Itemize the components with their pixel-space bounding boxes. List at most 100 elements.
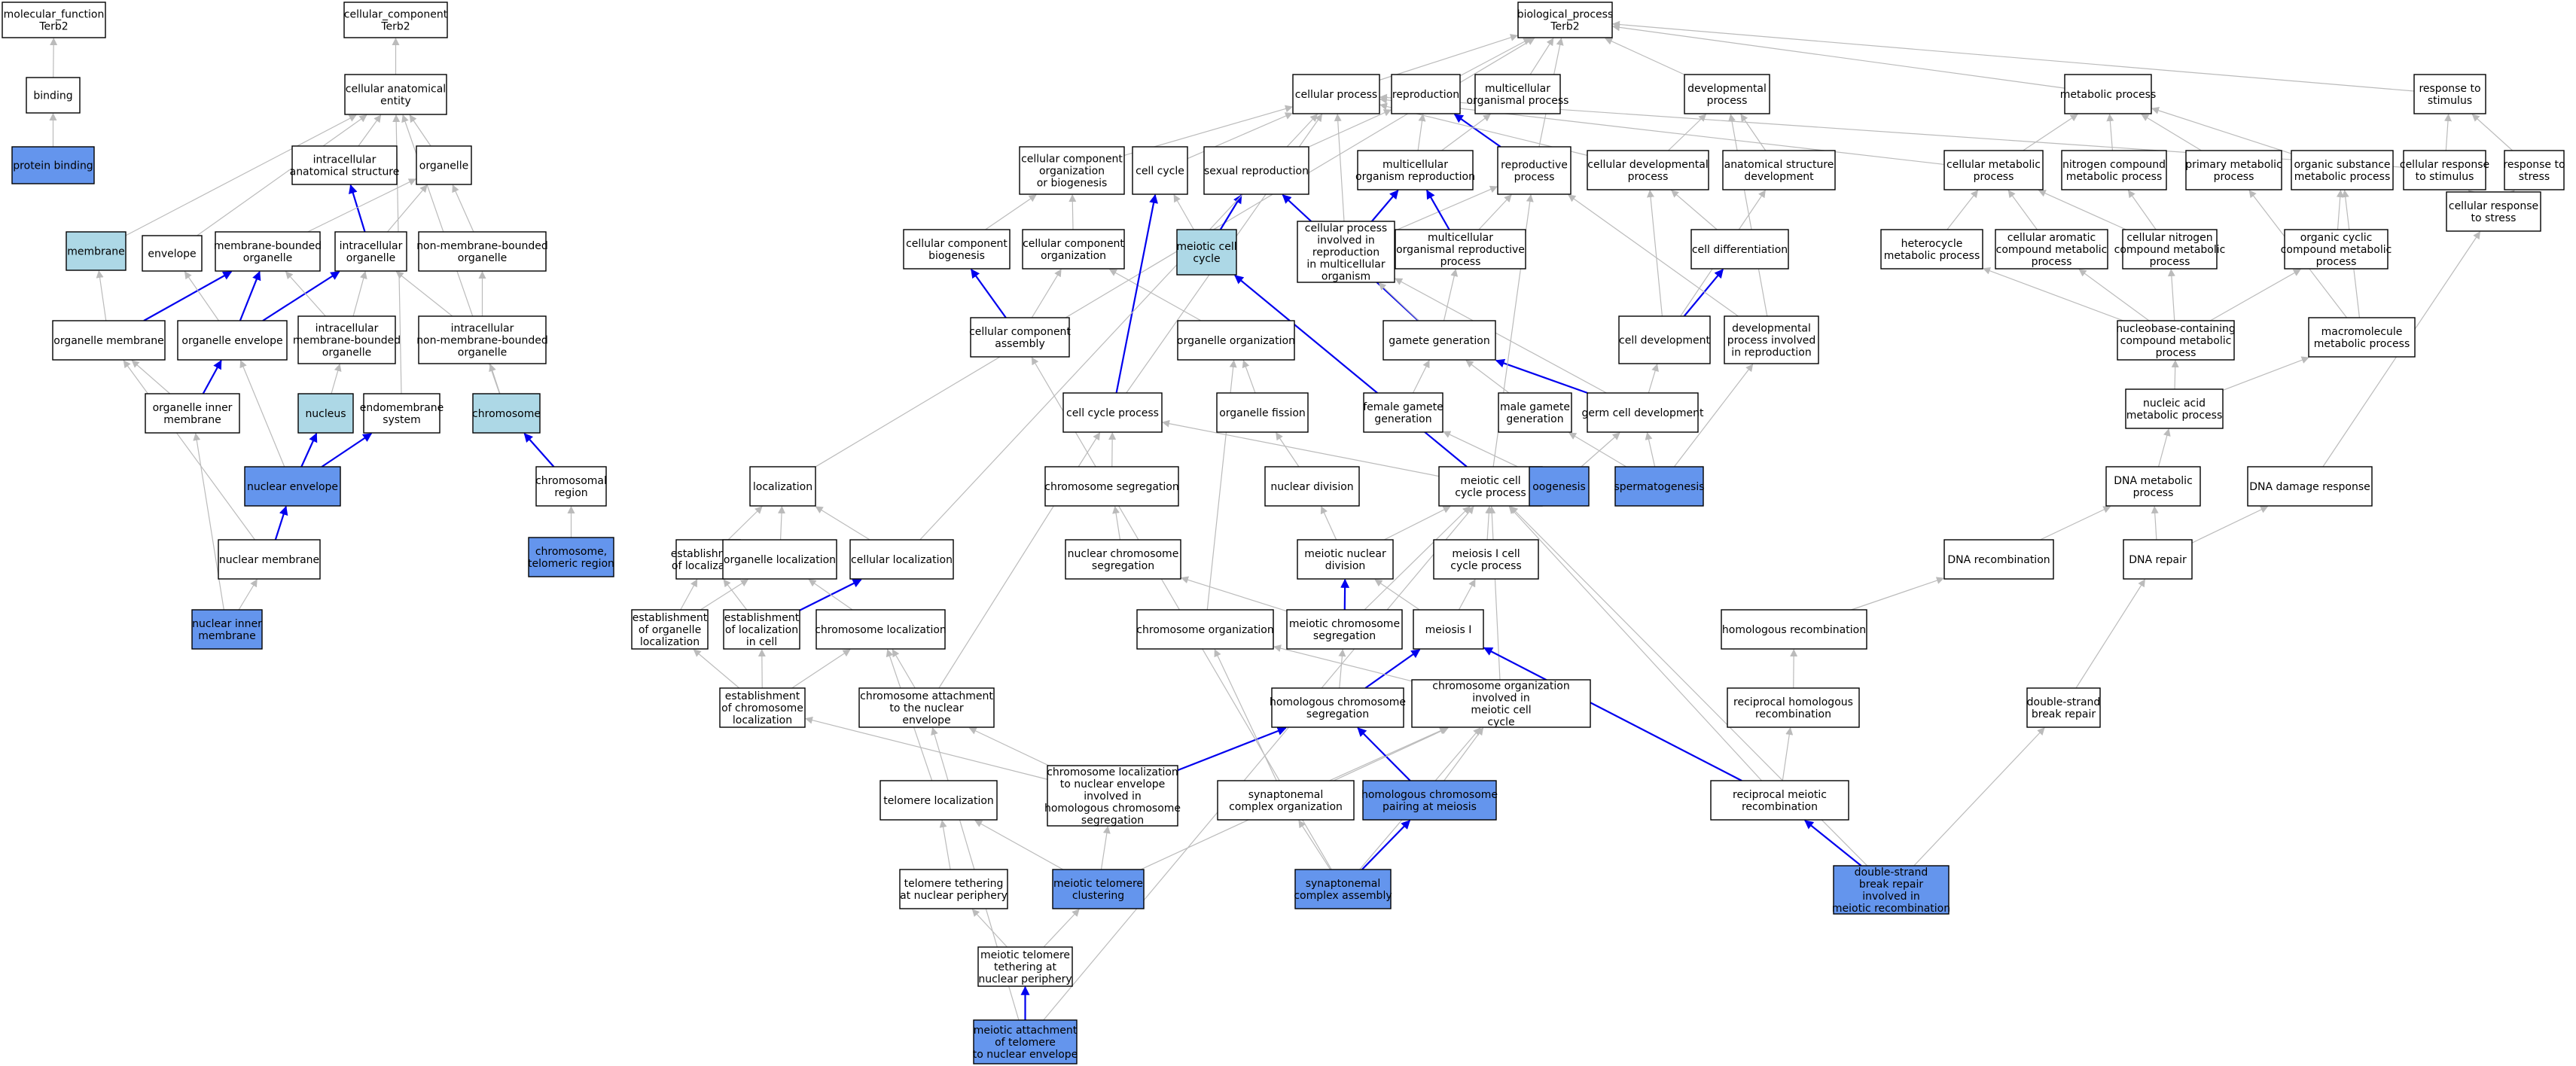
go-term-node-reproduction[interactable]: reproduction <box>1391 74 1461 114</box>
go-term-node-homrec[interactable]: homologous recombination <box>1721 609 1867 650</box>
go-term-node-celldev[interactable]: cell development <box>1618 315 1711 364</box>
go-term-node-metp[interactable]: metabolic process <box>2060 74 2157 114</box>
go-term-node-chrorg[interactable]: chromosome organization <box>1136 609 1274 650</box>
go-term-node-chromosome[interactable]: chromosome <box>472 393 541 434</box>
go-term-node-telloc[interactable]: telomere localization <box>879 780 998 821</box>
go-term-node-chrseg[interactable]: chromosome segregation <box>1044 466 1179 507</box>
go-term-node-ccp[interactable]: cell cycle process <box>1062 392 1163 433</box>
go-term-node-cellloc[interactable]: cellular localization <box>849 539 954 580</box>
go-term-node-sexrep[interactable]: sexual reproduction <box>1203 146 1309 195</box>
go-term-node-orgfis[interactable]: organelle fission <box>1216 392 1309 433</box>
go-term-node-loc[interactable]: localization <box>749 466 816 507</box>
go-term-node-dnadr[interactable]: DNA damage response <box>2247 466 2373 507</box>
go-term-node-protein_binding[interactable]: protein binding <box>11 146 95 184</box>
go-term-node-cp[interactable]: cellular process <box>1292 74 1380 114</box>
go-term-node-dnarec[interactable]: DNA recombination <box>1943 539 2054 580</box>
go-term-node-gcd[interactable]: germ cell development <box>1582 392 1705 433</box>
go-term-node-celldiff[interactable]: cell differentiation <box>1690 229 1789 270</box>
go-term-node-organelle[interactable]: organelle <box>416 145 472 185</box>
go-term-node-nucleus[interactable]: nucleus <box>297 393 354 434</box>
go-term-node-oe[interactable]: organelle envelope <box>177 320 288 361</box>
go-term-node-dnarep[interactable]: DNA repair <box>2123 539 2193 580</box>
go-term-node-om[interactable]: organelle membrane <box>52 320 166 361</box>
go-term-node-orgloc[interactable]: organelle localization <box>722 539 837 580</box>
go-term-node-binding[interactable]: binding <box>26 77 81 114</box>
go-term-node-gamgen[interactable]: gamete generation <box>1383 320 1496 361</box>
go-term-node-membrane[interactable]: membrane <box>66 231 127 271</box>
go-term-node-oogenesis[interactable]: oogenesis <box>1529 466 1590 507</box>
go-term-node-cellcycle[interactable]: cell cycle <box>1132 146 1188 195</box>
go-term-node-orgorg[interactable]: organelle organization <box>1177 320 1295 361</box>
go-term-node-envelope[interactable]: envelope <box>142 235 203 272</box>
go-term-node-ne[interactable]: nuclear envelope <box>244 466 341 507</box>
go-term-node-ctr[interactable]: chromosome,telomeric region <box>528 537 614 577</box>
go-term-node-nucdiv[interactable]: nuclear division <box>1264 466 1360 507</box>
go-term-node-spermatogenesis[interactable]: spermatogenesis <box>1614 466 1705 507</box>
